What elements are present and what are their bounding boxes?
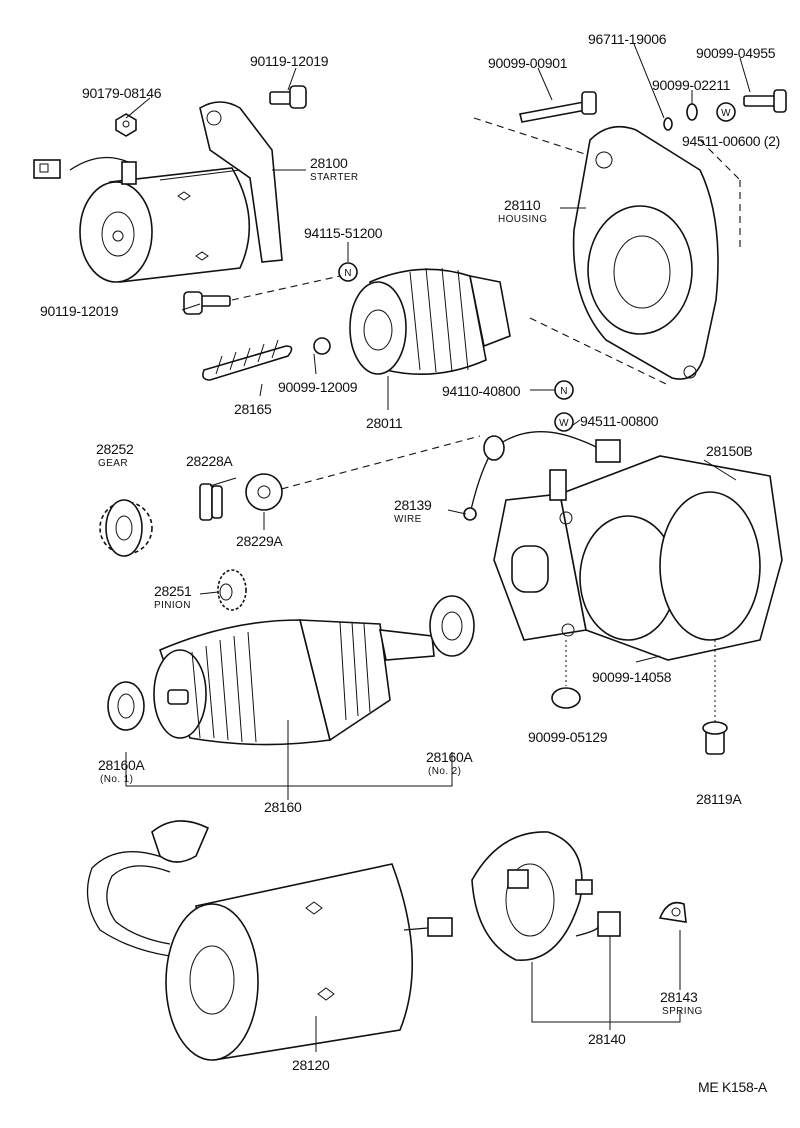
label-28251-sub: PINION — [154, 600, 191, 611]
label-28160A-no1: 28160A — [98, 757, 145, 773]
bearing-28160A-no2-drawing — [429, 595, 475, 657]
label-90099-00901: 90099-00901 — [488, 55, 568, 71]
label-28252: 28252 — [96, 441, 134, 457]
alignment-line-housing-right — [699, 139, 741, 181]
marker-washer-94511-top: W — [716, 102, 736, 122]
label-90099-02211: 90099-02211 — [652, 77, 731, 93]
alignment-line-housing-top — [473, 117, 589, 156]
alignment-line-starter — [231, 275, 341, 301]
washer-96711-19006-drawing — [663, 117, 673, 131]
label-90119-12019-mid: 90119-12019 — [40, 303, 119, 319]
label-90099-14058: 90099-14058 — [592, 669, 672, 685]
label-28228A: 28228A — [186, 453, 233, 469]
label-28251: 28251 — [154, 583, 192, 599]
label-28143-sub: SPRING — [662, 1006, 703, 1017]
label-28120: 28120 — [292, 1057, 330, 1073]
pinion-28251-drawing — [217, 569, 247, 611]
nut-90179-08146-drawing — [115, 113, 137, 137]
label-94511-00600: 94511-00600 (2) — [682, 133, 780, 149]
label-28160: 28160 — [264, 799, 302, 815]
nut-90099-05129-drawing — [551, 687, 581, 709]
spring-28165-drawing — [202, 345, 293, 381]
washer-90099-02211-drawing — [686, 103, 698, 121]
alignment-line-drive — [529, 317, 667, 385]
label-28165: 28165 — [234, 401, 272, 417]
retainer-28228A-drawing — [199, 483, 223, 521]
svg-text:N: N — [344, 268, 352, 279]
label-94110-40800: 94110-40800 — [442, 383, 521, 399]
label-28119A: 28119A — [696, 791, 742, 807]
label-28160A-no1-sub: (No. 1) — [100, 774, 133, 785]
armature-28160-drawing — [153, 619, 435, 746]
marker-washer-94511-mid: W — [554, 412, 574, 432]
label-28143: 28143 — [660, 989, 698, 1005]
label-28160A-no2-sub: (No. 2) — [428, 766, 461, 777]
svg-text:N: N — [560, 386, 568, 397]
bolt-90119-12019-mid-drawing — [183, 291, 231, 315]
label-28139-sub: WIRE — [394, 514, 422, 525]
bolt-90119-12019-top-drawing — [269, 85, 307, 109]
starter-assembly-drawing — [33, 101, 283, 283]
svg-text:W: W — [559, 418, 569, 429]
label-28140: 28140 — [588, 1031, 626, 1047]
bracket-28160 — [125, 752, 453, 787]
wire-28139-drawing — [463, 431, 621, 521]
label-28160A-no2: 28160A — [426, 749, 473, 765]
label-94115-51200: 94115-51200 — [304, 225, 383, 241]
spring-28143-drawing — [658, 901, 687, 923]
label-28252-sub: GEAR — [98, 458, 128, 469]
yoke-28120-drawing — [86, 820, 453, 1061]
label-90179-08146: 90179-08146 — [82, 85, 162, 101]
plunger-28119A-drawing — [702, 721, 728, 755]
label-90099-05129: 90099-05129 — [528, 729, 608, 745]
label-28110-sub: HOUSING — [498, 214, 547, 225]
label-94511-00800: 94511-00800 — [580, 413, 659, 429]
label-28150B: 28150B — [706, 443, 752, 459]
label-96711-19006: 96711-19006 — [588, 31, 667, 47]
label-28100: 28100 — [310, 155, 348, 171]
leader-lines — [125, 43, 751, 1052]
ball-90099-12009-drawing — [313, 337, 331, 355]
alignment-line-wire — [269, 435, 481, 493]
label-28011: 28011 — [366, 415, 403, 431]
marker-nut-94110: N — [554, 380, 574, 400]
label-28229A: 28229A — [236, 533, 283, 549]
label-28139: 28139 — [394, 497, 432, 513]
label-90099-12009: 90099-12009 — [278, 379, 358, 395]
svg-text:W: W — [721, 108, 731, 119]
label-28100-sub: STARTER — [310, 172, 359, 183]
solenoid-case-28150B-drawing — [493, 455, 783, 661]
housing-28110-drawing — [572, 125, 719, 380]
diagram-code: ME K158-A — [698, 1079, 768, 1095]
bolt-90099-04955-drawing — [743, 89, 787, 113]
marker-nut-94115: N — [338, 262, 358, 282]
brush-holder-28140-drawing — [471, 831, 621, 961]
retainer-28229A-drawing — [245, 473, 283, 511]
drive-clutch-28011-drawing — [349, 267, 511, 376]
gear-28252-drawing — [99, 499, 153, 557]
bracket-28140 — [531, 962, 681, 1023]
label-90099-04955: 90099-04955 — [696, 45, 776, 61]
bolt-90099-00901-drawing — [519, 91, 597, 123]
label-28110: 28110 — [504, 197, 541, 213]
bearing-28160A-no1-drawing — [107, 681, 145, 731]
label-90119-12019-top: 90119-12019 — [250, 53, 329, 69]
